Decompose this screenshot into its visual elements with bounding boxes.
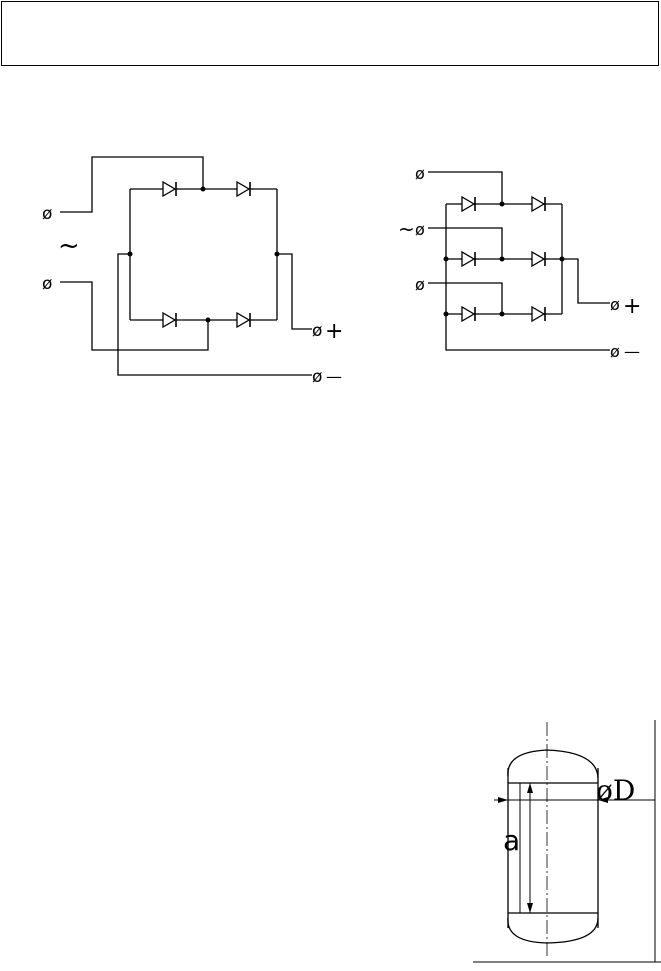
- junction-dot: [274, 251, 280, 257]
- terminal-symbol: ø: [312, 321, 322, 341]
- terminal-symbol: ø: [42, 274, 52, 294]
- diode: [458, 196, 480, 212]
- minus-output-wire: [117, 253, 312, 376]
- ac-top-wire: [60, 156, 204, 213]
- terminal-symbol: ø: [610, 295, 620, 314]
- terminal-symbol: ø: [610, 342, 620, 361]
- junction-dot: [499, 311, 505, 317]
- diode: [528, 306, 550, 322]
- plus-output-wire: [562, 258, 610, 304]
- terminal-symbol: ø: [415, 164, 425, 183]
- plus-symbol: +: [325, 319, 343, 344]
- ac-bottom-wire: [60, 281, 209, 351]
- ac-symbol: ~: [58, 231, 80, 261]
- vessel-bottom-head: [507, 917, 599, 944]
- header-box: [1, 1, 659, 66]
- minus-symbol: —: [624, 342, 640, 361]
- minus-symbol: —: [326, 367, 342, 386]
- terminal-symbol: ø: [42, 204, 52, 224]
- arrow-head: [598, 797, 608, 803]
- junction-dot: [559, 256, 565, 262]
- diameter-label: øD: [596, 774, 635, 807]
- junction-dot: [205, 317, 211, 323]
- vessel-top-head: [507, 749, 599, 779]
- terminal-symbol: ø: [415, 275, 425, 294]
- junction-dot: [499, 256, 505, 262]
- diode: [458, 306, 480, 322]
- diode: [458, 251, 480, 267]
- junction-dot: [127, 251, 133, 257]
- phase-1-input-wire: [428, 171, 503, 204]
- phase-2-input-wire: [428, 227, 503, 259]
- plus-output-wire: [277, 253, 312, 330]
- ac-symbol: ~: [398, 217, 415, 241]
- diode: [159, 181, 181, 197]
- minus-rail-wire: [445, 204, 610, 351]
- junction-dot: [443, 256, 449, 262]
- junction-dot: [499, 201, 505, 207]
- single-phase-bridge-diagram: ø ø ~ ø + ø —: [42, 156, 343, 387]
- arrow-head: [527, 903, 533, 913]
- arrow-head: [498, 797, 508, 803]
- diode: [233, 312, 255, 328]
- junction-dot: [443, 311, 449, 317]
- junction-dot: [200, 186, 206, 192]
- phase-3-input-wire: [428, 282, 503, 314]
- three-phase-bridge-diagram: ø ~ ø ø ø + ø —: [398, 164, 641, 361]
- terminal-symbol: ø: [415, 220, 425, 239]
- diode: [233, 181, 255, 197]
- arrow-head: [527, 783, 533, 793]
- plus-symbol: +: [623, 294, 641, 319]
- diode: [528, 251, 550, 267]
- diode: [159, 312, 181, 328]
- terminal-symbol: ø: [312, 367, 322, 387]
- vessel-drawing: øD a: [473, 720, 661, 963]
- diode: [528, 196, 550, 212]
- height-label: a: [503, 824, 520, 857]
